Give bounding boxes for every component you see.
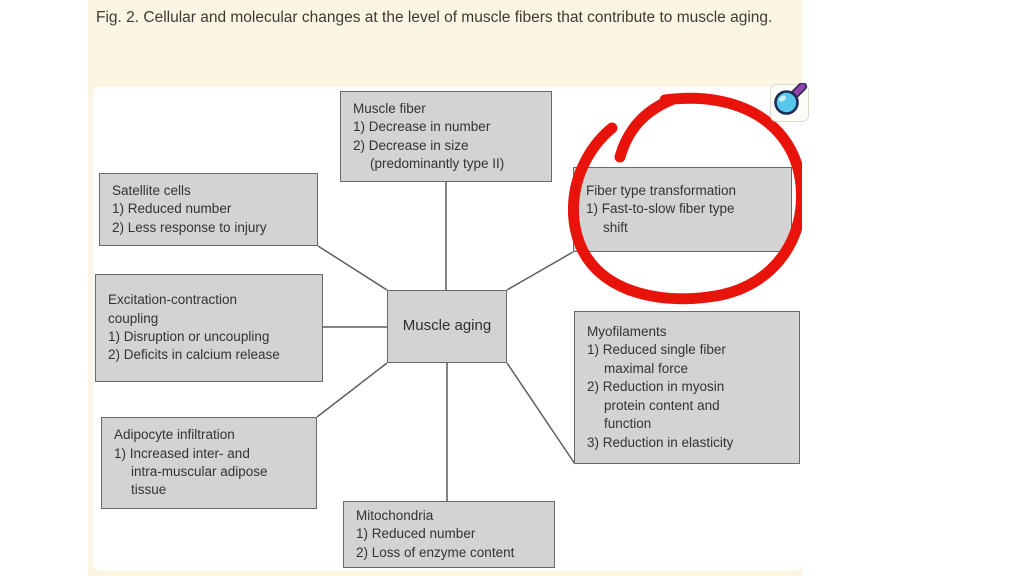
box-line: 1) Reduced number [356,526,476,542]
box-line: 2) Less response to injury [112,219,267,235]
connector-line-adipocyte [316,362,388,418]
box-title: Adipocyte infiltration [114,427,235,443]
box-line: 2) Deficits in calcium release [108,347,280,363]
box-line: (predominantly type II) [370,155,505,171]
box-title: Muscle fiber [353,100,426,116]
box-title: Fiber type transformation [586,182,737,198]
box-title: Satellite cells [112,182,191,198]
zoom-cursor-icon [769,83,811,125]
box-title: coupling [108,310,159,326]
connector-line-fiber-type [506,251,574,291]
box-line: shift [603,219,628,235]
diagram-box-fiber-type-transformation: Fiber type transformation 1) Fast-to-slo… [573,167,792,252]
box-title: Excitation-contraction [108,292,238,308]
magnifier-handle [792,83,806,97]
figure-caption: Fig. 2. Cellular and molecular changes a… [96,9,773,26]
connector-line-group [316,182,576,501]
diagram-box-satellite-cells: Satellite cells 1) Reduced number 2) Les… [99,173,318,246]
box-line: 1) Reduced single fiber [587,342,726,358]
diagram-box-muscle-aging: Muscle aging [387,290,507,363]
box-line: tissue [131,482,167,498]
box-line: 1) Fast-to-slow fiber type [586,201,735,217]
box-line: 2) Decrease in size [353,137,469,153]
box-line: 1) Disruption or uncoupling [108,329,270,344]
box-line: 1) Increased inter- and [114,445,250,461]
box-line: intra-muscular adipose [131,464,268,479]
diagram-box-adipocyte-infiltration: Adipocyte infiltration 1) Increased inte… [101,417,317,509]
zoom-cursor-graphic [770,83,809,122]
box-line: 3) Reduction in elasticity [587,434,734,450]
diagram-box-myofilaments: Myofilaments 1) Reduced single fiber max… [574,311,800,464]
connector-lines [316,182,576,501]
box-line: 2) Loss of enzyme content [356,544,515,560]
box-line: 1) Reduced number [112,201,232,217]
magnifier-lens [774,90,799,115]
connector-line-myofilaments [506,362,576,465]
box-title: Myofilaments [587,324,667,340]
box-line: protein content and [604,397,720,413]
content-column: Fig. 2. Cellular and molecular changes a… [88,0,802,576]
diagram-box-muscle-fiber: Muscle fiber 1) Decrease in number 2) De… [340,91,552,182]
box-line: maximal force [604,360,689,376]
connector-line-satellite [317,245,388,291]
box-line: function [604,416,652,432]
diagram-box-mitochondria: Mitochondria 1) Reduced number 2) Loss o… [343,501,555,568]
diagram-box-excitation-contraction: Excitation-contraction coupling 1) Disru… [95,274,323,382]
box-line: 2) Reduction in myosin [587,379,725,395]
box-line: 1) Decrease in number [353,119,491,135]
box-title: Mitochondria [356,507,434,523]
center-label: Muscle aging [402,317,492,335]
magnifier-lens-highlight [778,95,787,102]
figure-image[interactable]: Muscle fiber 1) Decrease in number 2) De… [93,87,802,570]
